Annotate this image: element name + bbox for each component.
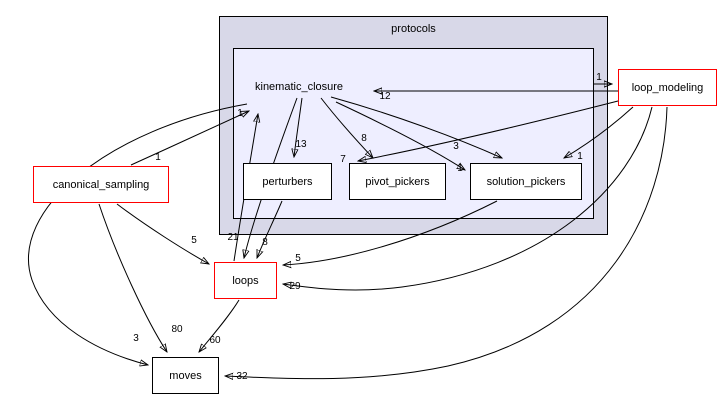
node-pivot-pickers[interactable]: pivot_pickers [349, 163, 446, 200]
node-loop-modeling-label: loop_modeling [631, 81, 704, 94]
edge-label-canonical-sampling-to-kinematic-closure[interactable]: 1 [155, 152, 161, 163]
node-pivot-pickers-label: pivot_pickers [365, 175, 430, 188]
edge-label-kinematic-closure-to-solution-pickers-2[interactable]: 1 [457, 163, 463, 174]
edge-label-perturbers-to-loops[interactable]: 8 [262, 237, 268, 248]
edge-label-loops-to-kinematic-closure[interactable]: 1 [237, 108, 243, 119]
node-canonical-sampling[interactable]: canonical_sampling [33, 166, 169, 203]
edge-label-kinematic-closure-to-solution-pickers[interactable]: 3 [453, 141, 459, 152]
node-solution-pickers[interactable]: solution_pickers [470, 163, 582, 200]
cluster-kinematic-closure-label[interactable]: kinematic_closure [255, 81, 344, 93]
node-canonical-sampling-label: canonical_sampling [52, 178, 150, 191]
edge-label-loop-modeling-to-pivot-pickers[interactable]: 7 [340, 154, 346, 165]
edge-label-kinematic-closure-to-pivot-pickers[interactable]: 8 [361, 133, 367, 144]
edge-kinematic-closure-to-moves [28, 103, 248, 365]
edge-label-canonical-sampling-to-moves[interactable]: 80 [171, 324, 183, 335]
cluster-protocols-label[interactable]: protocols [391, 23, 436, 35]
edge-label-solution-pickers-to-loops[interactable]: 5 [295, 253, 301, 264]
node-moves-label: moves [169, 369, 202, 382]
node-moves[interactable]: moves [152, 357, 219, 394]
edge-label-loop-modeling-to-moves[interactable]: 32 [236, 371, 248, 382]
edge-label-cluster-to-loop-modeling[interactable]: 1 [596, 72, 602, 83]
node-loops[interactable]: loops [214, 262, 277, 299]
edge-canonical-sampling-to-loops [116, 203, 209, 264]
edge-label-kinematic-closure-to-perturbers[interactable]: 13 [295, 139, 307, 150]
node-perturbers[interactable]: perturbers [243, 163, 332, 200]
node-perturbers-label: perturbers [262, 175, 313, 188]
edge-label-loop-modeling-to-kinematic-closure[interactable]: 12 [379, 91, 391, 102]
edge-label-canonical-sampling-to-loops[interactable]: 5 [191, 235, 197, 246]
edge-canonical-sampling-to-moves [98, 203, 167, 352]
edge-label-kinematic-closure-to-moves[interactable]: 3 [133, 333, 139, 344]
edge-label-loop-modeling-to-loops[interactable]: 29 [289, 281, 301, 292]
node-solution-pickers-label: solution_pickers [486, 175, 566, 188]
node-loops-label: loops [232, 274, 259, 287]
edge-label-loop-modeling-to-solution-pickers[interactable]: 1 [577, 151, 583, 162]
edge-label-loops-to-moves[interactable]: 60 [209, 335, 221, 346]
edge-label-kinematic-closure-to-loops[interactable]: 21 [227, 232, 239, 243]
node-loop-modeling[interactable]: loop_modeling [618, 69, 717, 106]
